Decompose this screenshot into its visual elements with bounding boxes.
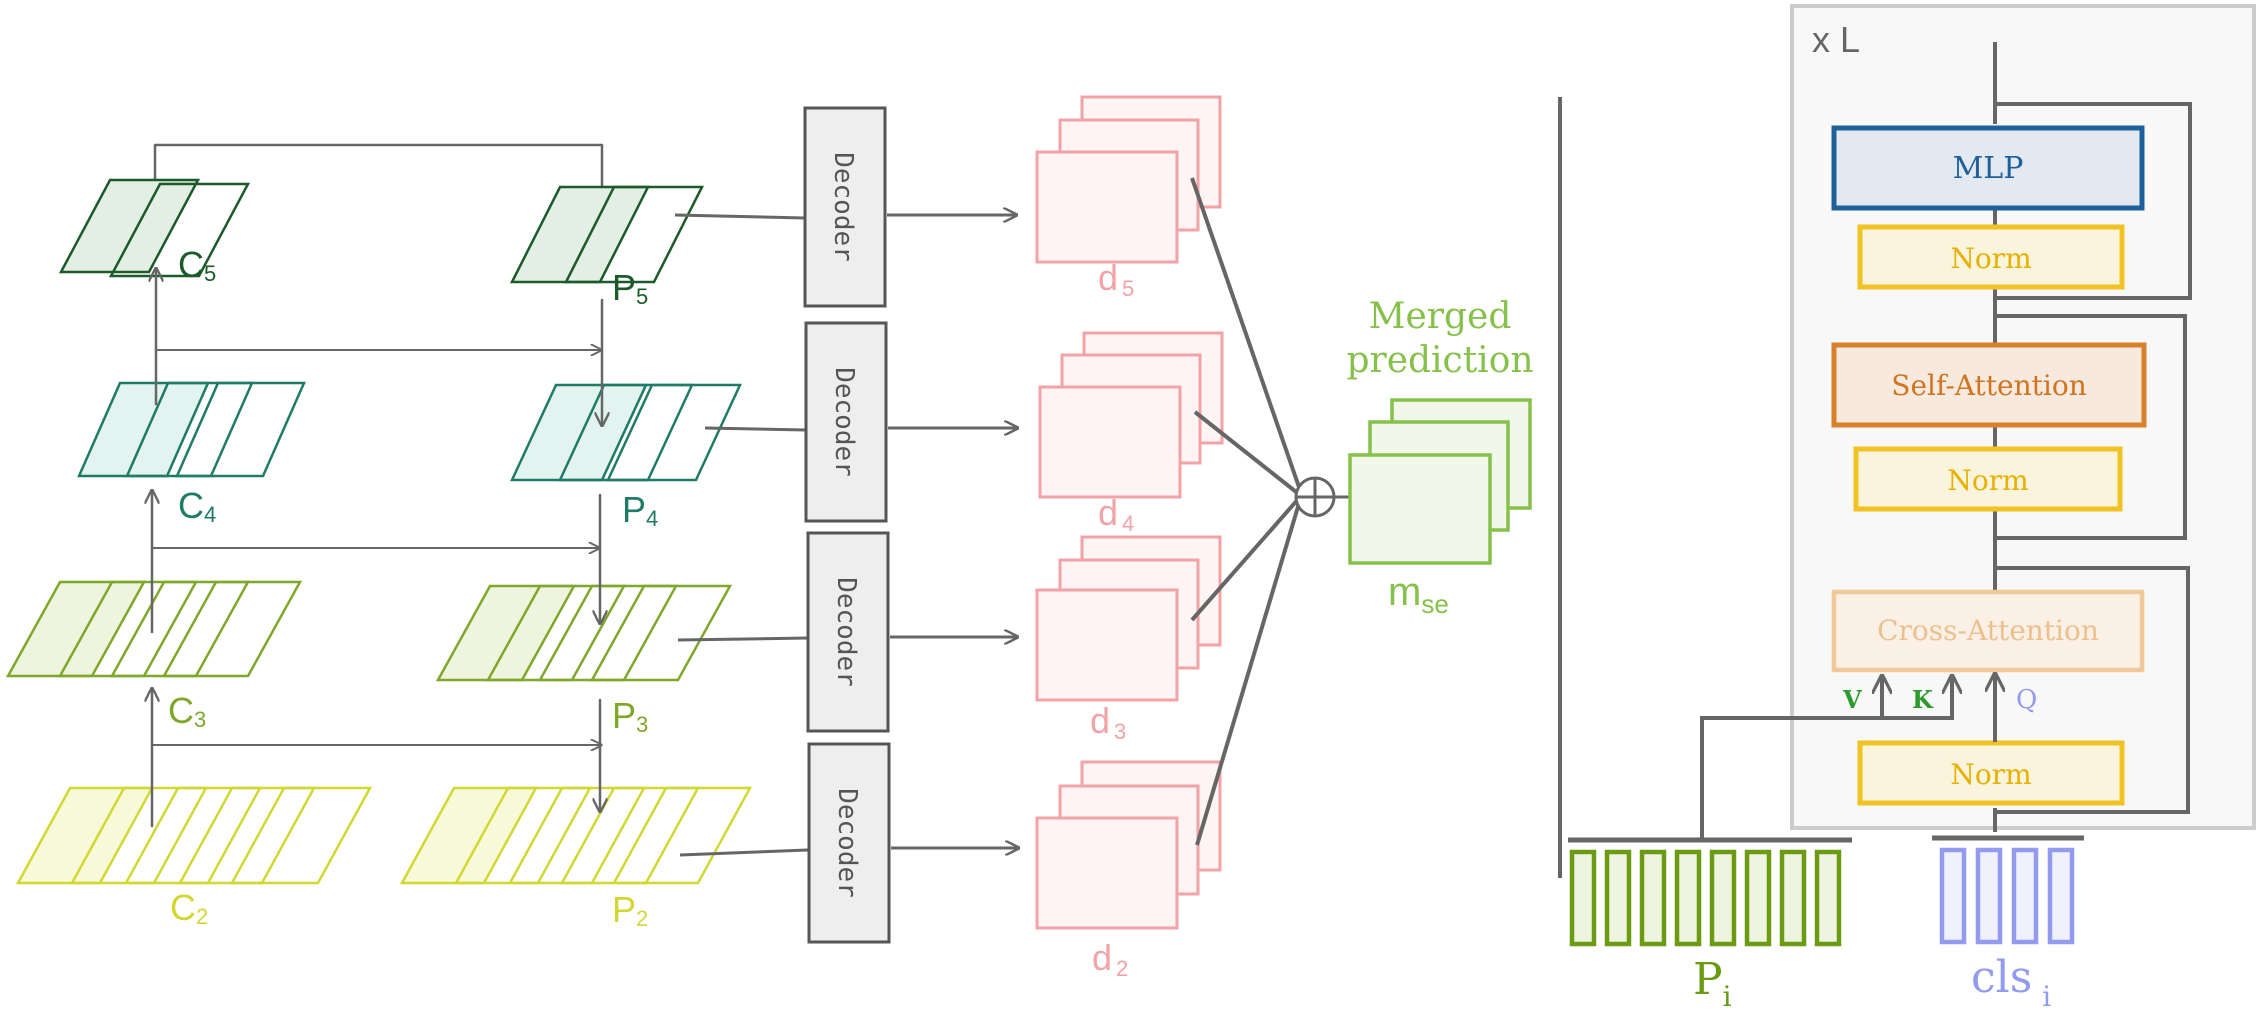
c5-label: C5: [178, 244, 216, 286]
norm-mid-label: Norm: [1947, 464, 2028, 497]
decoder-4: Decoder: [807, 742, 891, 944]
c4-feature-map: [77, 381, 306, 478]
cross-attention-label: Cross-Attention: [1877, 614, 2099, 647]
p2-feature-map: [399, 786, 753, 885]
c5-feature-map: [58, 178, 251, 278]
pi-to-cross-attention: [1700, 678, 1952, 838]
pi-label: Pi: [1693, 954, 1732, 1013]
merged-title-line2: prediction: [1346, 340, 1533, 381]
c2-feature-map: [15, 786, 373, 885]
prediction-stacks: [1035, 95, 1224, 930]
prediction-d5-stack: [1035, 95, 1222, 264]
residual-mlp: [1995, 102, 2192, 300]
merged-label: mse: [1388, 570, 1449, 619]
norm-bottom-block: [1857, 740, 2125, 806]
norm-bottom-label: Norm: [1950, 758, 2031, 791]
decoder-column: Decoder Decoder Decoder Decoder: [803, 106, 891, 944]
p-to-decoder-lines: [674, 213, 809, 857]
transformer-block: x L MLP Norm Self-Attention Norm Cross-A…: [1700, 4, 2256, 838]
mlp-label: MLP: [1953, 151, 2024, 186]
p4-label: P4: [622, 489, 658, 531]
merge-sum-node: [1294, 476, 1350, 518]
c4-label: C4: [178, 485, 216, 527]
prediction-d3-stack: [1035, 535, 1222, 702]
norm-top-block: [1857, 224, 2125, 290]
decoder-1: Decoder: [803, 106, 887, 308]
decoder-3-label: Decoder: [831, 577, 861, 687]
decoder-3: Decoder: [806, 531, 890, 733]
decoder-1-label: Decoder: [828, 152, 858, 262]
pi-tokens: Pi: [1568, 837, 1852, 1013]
decoder-2-label: Decoder: [829, 367, 859, 477]
prediction-d2-stack: [1035, 760, 1222, 930]
prediction-d4-stack: [1038, 331, 1224, 499]
feature-pyramid: C5 C4 C3 C2 P5 P4 P3 P2: [5, 143, 753, 931]
merged-title-line1: Merged: [1369, 296, 1512, 337]
merged-prediction-stack: [1348, 398, 1532, 565]
residual-self-attention: [1995, 314, 2187, 540]
self-attention-label: Self-Attention: [1891, 369, 2086, 402]
p2-label: P2: [612, 889, 648, 931]
c2-label: C2: [170, 887, 208, 929]
p4-feature-map: [510, 383, 742, 482]
c3-feature-map: [5, 580, 303, 678]
c3-label: C3: [168, 690, 206, 732]
p3-feature-map: [435, 584, 733, 682]
norm-top-label: Norm: [1950, 242, 2031, 275]
residual-cross-attention: [1995, 566, 2190, 814]
mlp-block: [1831, 125, 2145, 211]
q-label: Q: [2016, 685, 2037, 715]
decoder-to-prediction-arrows: [887, 215, 1017, 848]
decoder-4-label: Decoder: [832, 788, 862, 898]
cross-attention-block: [1831, 589, 2145, 673]
repeat-label: x L: [1812, 19, 1860, 60]
norm-mid-block: [1853, 446, 2123, 512]
prediction-to-merge-lines: [1190, 177, 1302, 846]
p5-label: P5: [612, 267, 648, 309]
decoder-2: Decoder: [804, 321, 888, 523]
self-attention-block: [1831, 342, 2147, 428]
merged-prediction: Merged prediction mse: [1346, 296, 1533, 619]
p3-label: P3: [612, 695, 648, 737]
k-label: K: [1912, 685, 1934, 714]
p5-feature-map: [509, 185, 705, 284]
v-label: V: [1842, 685, 1862, 714]
